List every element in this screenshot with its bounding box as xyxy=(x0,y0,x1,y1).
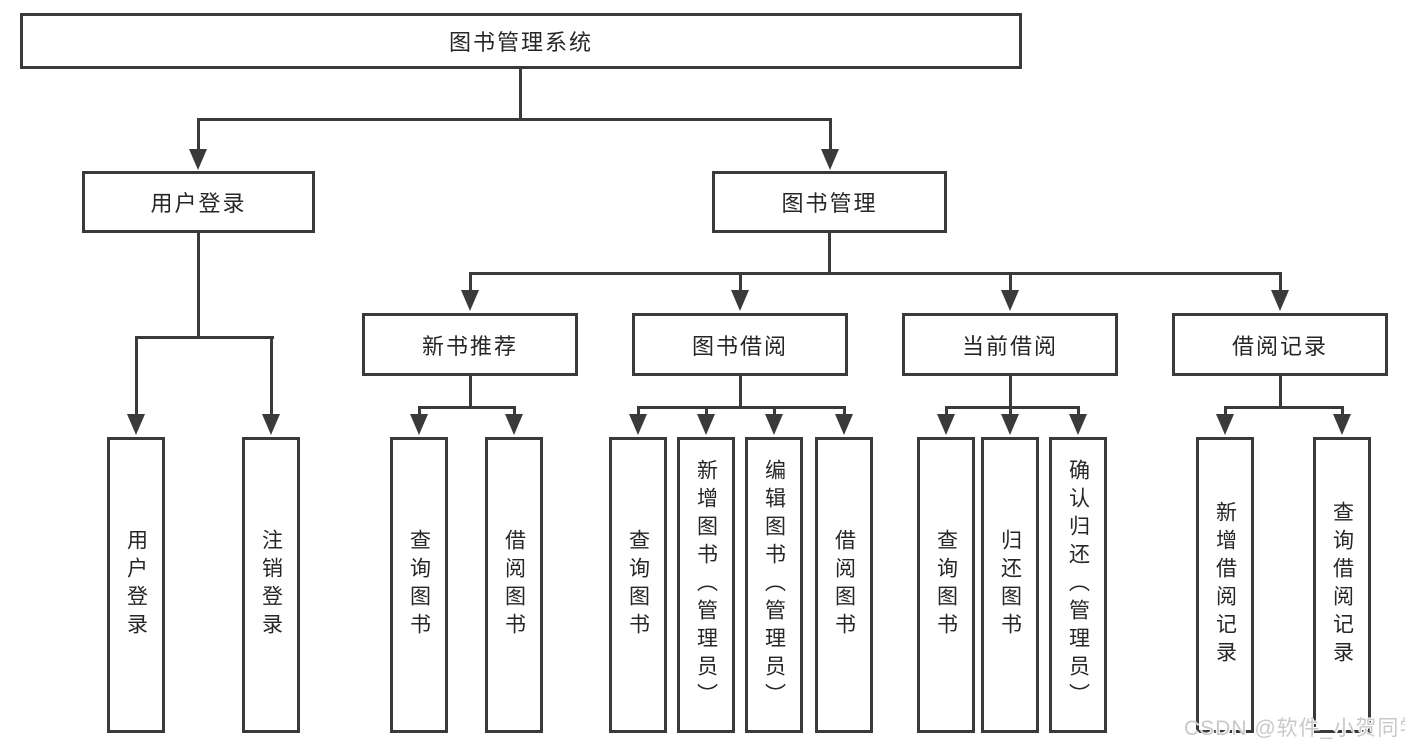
leaf-borrow-book-recommend: 借阅图书 xyxy=(485,437,543,733)
leaf-confirm-return-admin: 确认归还（管理员） xyxy=(1049,437,1107,733)
connector-recommend-stem xyxy=(469,376,472,407)
connector-borrow-stem xyxy=(739,376,742,407)
arrow-down-icon xyxy=(410,414,428,435)
connector-bookmgmt-drop-3 xyxy=(1009,272,1012,293)
arrow-down-icon xyxy=(765,414,783,435)
leaf-return-book: 归还图书 xyxy=(981,437,1039,733)
arrow-down-icon xyxy=(461,290,479,311)
arrow-down-icon xyxy=(1069,414,1087,435)
node-user-login: 用户登录 xyxy=(82,171,315,233)
node-root: 图书管理系统 xyxy=(20,13,1022,69)
leaf-query-book-current: 查询图书 xyxy=(917,437,975,733)
leaf-borrow-book-borrow: 借阅图书 xyxy=(815,437,873,733)
connector-current-bus xyxy=(945,406,1080,409)
arrow-down-icon xyxy=(835,414,853,435)
arrow-down-icon xyxy=(937,414,955,435)
connector-records-drop-1 xyxy=(1224,406,1227,417)
connector-borrow-drop-1 xyxy=(637,406,640,417)
connector-root-drop-left xyxy=(197,118,200,152)
connector-bookmgmt-stem xyxy=(828,233,831,273)
connector-recommend-drop-2 xyxy=(513,406,516,417)
connector-recommend-drop-1 xyxy=(418,406,421,417)
connector-bookmgmt-drop-4 xyxy=(1279,272,1282,293)
csdn-watermark: CSDN @软件_小贺同学 xyxy=(1184,717,1405,740)
node-borrow-records: 借阅记录 xyxy=(1172,313,1388,376)
connector-borrow-drop-2 xyxy=(705,406,708,417)
leaf-add-borrow-record: 新增借阅记录 xyxy=(1196,437,1254,733)
arrow-down-icon xyxy=(127,414,145,435)
leaf-query-book-borrow: 查询图书 xyxy=(609,437,667,733)
connector-records-stem xyxy=(1279,376,1282,407)
leaf-add-book-admin: 新增图书（管理员） xyxy=(677,437,735,733)
leaf-edit-book-admin: 编辑图书（管理员） xyxy=(745,437,803,733)
connector-current-stem xyxy=(1009,376,1012,407)
connector-records-bus xyxy=(1224,406,1344,409)
connector-root-drop-right xyxy=(829,118,832,152)
connector-userlogin-stem xyxy=(197,233,200,337)
arrow-down-icon xyxy=(1271,290,1289,311)
arrow-down-icon xyxy=(697,414,715,435)
leaf-query-borrow-record: 查询借阅记录 xyxy=(1313,437,1371,733)
connector-root-bus xyxy=(197,118,832,121)
connector-userlogin-drop-2 xyxy=(270,336,273,416)
connector-root-stem xyxy=(519,69,522,119)
arrow-down-icon xyxy=(505,414,523,435)
arrow-down-icon xyxy=(1216,414,1234,435)
arrow-down-icon xyxy=(1001,414,1019,435)
connector-userlogin-bus xyxy=(135,336,274,339)
connector-current-drop-1 xyxy=(945,406,948,417)
node-current-borrow: 当前借阅 xyxy=(902,313,1118,376)
connector-bookmgmt-bus xyxy=(469,272,1282,275)
arrow-down-icon xyxy=(821,149,839,170)
arrow-down-icon xyxy=(629,414,647,435)
connector-current-drop-2 xyxy=(1009,406,1012,417)
leaf-user-login: 用户登录 xyxy=(107,437,165,733)
connector-recommend-bus xyxy=(418,406,516,409)
node-book-management: 图书管理 xyxy=(712,171,947,233)
arrow-down-icon xyxy=(189,149,207,170)
arrow-down-icon xyxy=(731,290,749,311)
connector-borrow-drop-4 xyxy=(843,406,846,417)
node-book-borrow: 图书借阅 xyxy=(632,313,848,376)
arrow-down-icon xyxy=(1001,290,1019,311)
node-new-book-recommend: 新书推荐 xyxy=(362,313,578,376)
arrow-down-icon xyxy=(1333,414,1351,435)
leaf-logout-login: 注销登录 xyxy=(242,437,300,733)
connector-bookmgmt-drop-2 xyxy=(739,272,742,293)
connector-borrow-drop-3 xyxy=(773,406,776,417)
leaf-query-book-recommend: 查询图书 xyxy=(390,437,448,733)
connector-records-drop-2 xyxy=(1341,406,1344,417)
connector-borrow-bus xyxy=(637,406,846,409)
arrow-down-icon xyxy=(262,414,280,435)
connector-bookmgmt-drop-1 xyxy=(469,272,472,293)
connector-userlogin-drop-1 xyxy=(135,336,138,416)
connector-current-drop-3 xyxy=(1077,406,1080,417)
